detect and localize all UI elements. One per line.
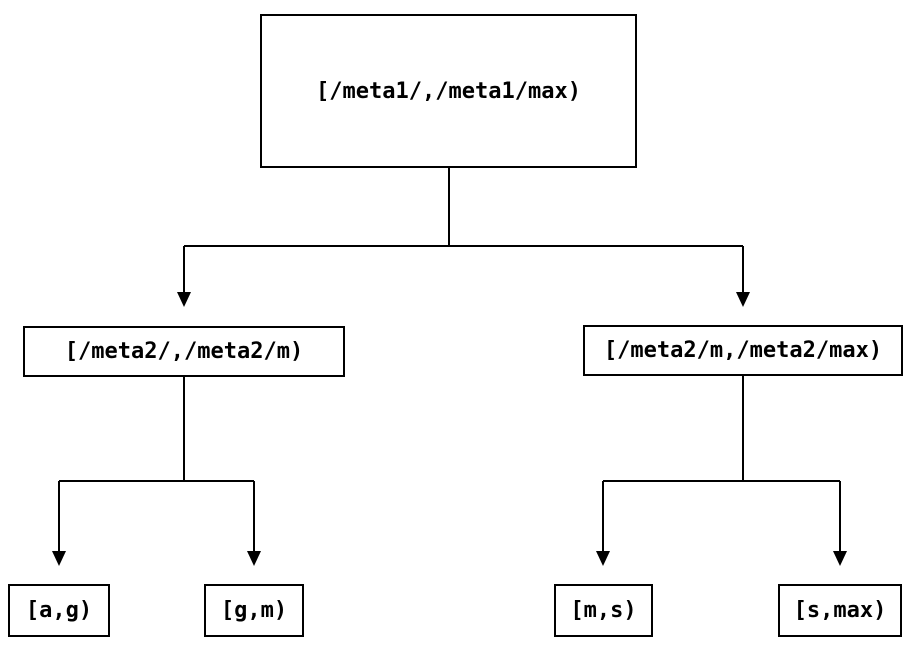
node-meta2-high-interval: [/meta2/m,/meta2/max) (583, 325, 903, 376)
node-meta2-low-interval: [/meta2/,/meta2/m) (23, 326, 345, 377)
edge-meta2-low-branch (59, 377, 254, 482)
node-label: [/meta1/,/meta1/max) (316, 78, 581, 104)
edge-meta2-low-to-leaf-ag (52, 481, 66, 566)
arrowhead-down-icon (833, 551, 847, 566)
arrowhead-down-icon (736, 292, 750, 307)
node-leaf-m-s: [m,s) (554, 584, 653, 637)
node-root-interval: [/meta1/,/meta1/max) (260, 14, 637, 168)
edge-meta2-high-to-leaf-smax (833, 481, 847, 566)
arrowhead-down-icon (247, 551, 261, 566)
arrowhead-down-icon (177, 292, 191, 307)
node-label: [a,g) (25, 598, 93, 623)
node-label: [s,max) (793, 598, 887, 623)
node-label: [m,s) (570, 598, 637, 623)
edge-meta2-high-to-leaf-ms (596, 481, 610, 566)
edge-meta2-low-to-leaf-gm (247, 481, 261, 566)
node-label: [/meta2/m,/meta2/max) (603, 338, 883, 363)
edge-meta2-high-branch (603, 376, 840, 482)
edge-root-to-meta2-low (177, 246, 191, 307)
node-leaf-a-g: [a,g) (8, 584, 110, 637)
edge-root-branch (184, 168, 743, 247)
node-label: [g,m) (220, 598, 288, 623)
arrowhead-down-icon (52, 551, 66, 566)
node-label: [/meta2/,/meta2/m) (64, 339, 304, 364)
edge-root-to-meta2-high (736, 246, 750, 307)
node-leaf-s-max: [s,max) (778, 584, 902, 637)
node-leaf-g-m: [g,m) (204, 584, 304, 637)
arrowhead-down-icon (596, 551, 610, 566)
